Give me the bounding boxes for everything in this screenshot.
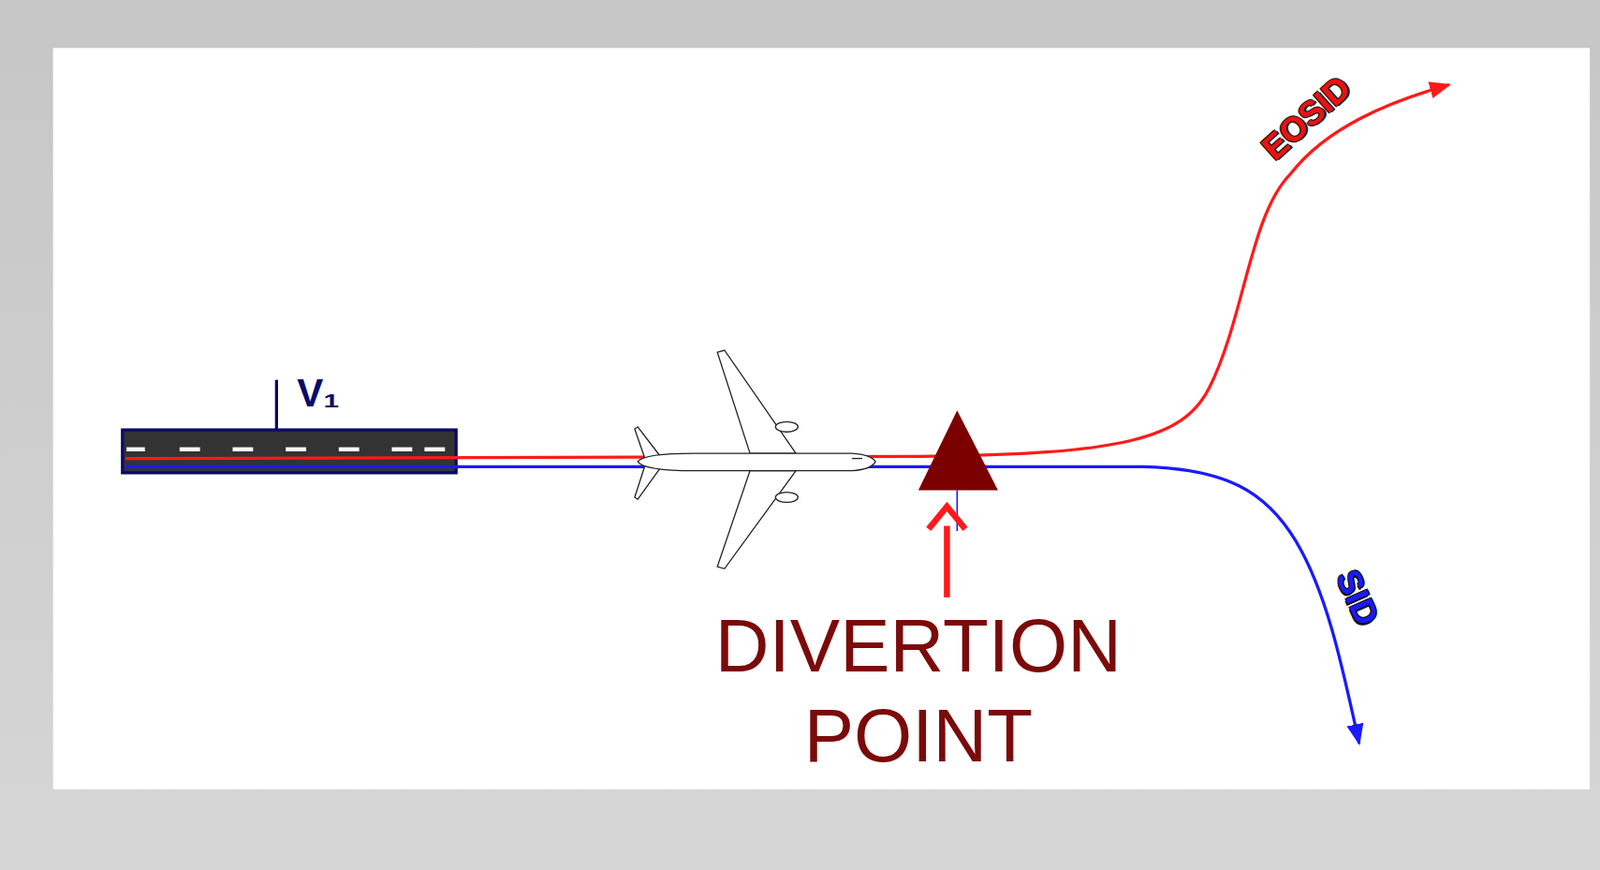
speed-label: V₁ bbox=[296, 370, 339, 416]
airplane bbox=[634, 350, 876, 569]
pointer-arrow-shaft bbox=[943, 526, 951, 598]
runway-markings bbox=[126, 447, 445, 452]
v1-tick bbox=[275, 380, 279, 429]
diversion-point-label: DIVERTION POINT bbox=[656, 601, 1181, 781]
eosid-path bbox=[125, 85, 1450, 459]
diversion-triangle bbox=[918, 410, 999, 490]
pointer-arrow-head bbox=[928, 506, 966, 529]
panel bbox=[53, 47, 1590, 790]
reference-line bbox=[956, 489, 959, 531]
